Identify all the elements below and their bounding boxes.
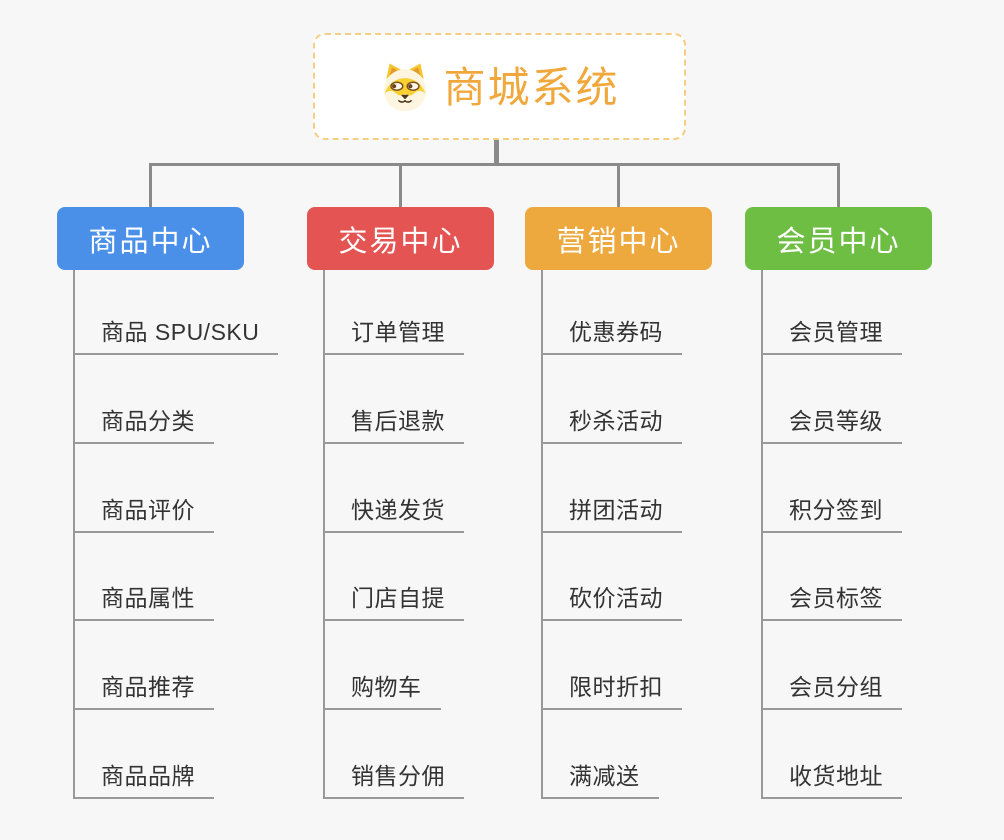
branch-label: 营销中心: [556, 225, 681, 258]
branch-items: 优惠券码秒杀活动拼团活动砍价活动限时折扣满减送: [541, 270, 682, 799]
branch-items: 会员管理会员等级积分签到会员标签会员分组收货地址: [761, 270, 902, 799]
sub-node[interactable]: 会员分组: [763, 621, 902, 711]
sub-node[interactable]: 订单管理: [325, 270, 464, 355]
sub-node[interactable]: 会员标签: [763, 533, 902, 622]
sub-node[interactable]: 收货地址: [763, 710, 902, 799]
branch-header[interactable]: 交易中心: [307, 207, 494, 270]
connector-drop: [399, 163, 402, 207]
sub-node[interactable]: 会员管理: [763, 270, 902, 355]
branch: 营销中心 优惠券码秒杀活动拼团活动砍价活动限时折扣满减送: [525, 207, 712, 799]
sub-node[interactable]: 快递发货: [325, 444, 464, 533]
connector-horizontal: [149, 163, 840, 166]
branch-header[interactable]: 营销中心: [525, 207, 712, 270]
sub-node[interactable]: 限时折扣: [543, 621, 682, 711]
shiba-dog-icon: [379, 61, 431, 113]
branch-header[interactable]: 会员中心: [745, 207, 932, 270]
branch-label: 会员中心: [776, 225, 901, 258]
root-node[interactable]: 商城系统: [313, 33, 686, 140]
connector-drop: [837, 163, 840, 207]
branch-label: 交易中心: [338, 225, 463, 258]
branch-label: 商品中心: [88, 225, 213, 258]
root-title: 商城系统: [443, 63, 620, 111]
sub-node[interactable]: 商品推荐: [75, 621, 214, 711]
sub-node[interactable]: 砍价活动: [543, 533, 682, 622]
sub-node[interactable]: 商品评价: [75, 444, 214, 533]
sub-node[interactable]: 商品 SPU/SKU: [75, 270, 279, 355]
sub-node[interactable]: 售后退款: [325, 355, 464, 444]
connector-drop: [149, 163, 152, 207]
sub-node[interactable]: 门店自提: [325, 533, 464, 622]
sub-node[interactable]: 商品分类: [75, 355, 214, 444]
branch: 交易中心 订单管理售后退款快递发货门店自提购物车销售分佣: [307, 207, 494, 799]
branch-items: 订单管理售后退款快递发货门店自提购物车销售分佣: [323, 270, 464, 799]
sub-node[interactable]: 会员等级: [763, 355, 902, 444]
sub-node[interactable]: 销售分佣: [325, 710, 464, 799]
branch-header[interactable]: 商品中心: [57, 207, 244, 270]
sub-node[interactable]: 拼团活动: [543, 444, 682, 533]
sub-node[interactable]: 商品属性: [75, 533, 214, 622]
sub-node[interactable]: 秒杀活动: [543, 355, 682, 444]
sub-node[interactable]: 满减送: [543, 710, 659, 799]
connector-drop: [617, 163, 620, 207]
sub-node[interactable]: 积分签到: [763, 444, 902, 533]
connector-root-stub: [494, 140, 499, 163]
sub-node[interactable]: 优惠券码: [543, 270, 682, 355]
branch: 会员中心 会员管理会员等级积分签到会员标签会员分组收货地址: [745, 207, 932, 799]
sub-node[interactable]: 购物车: [325, 621, 441, 711]
sub-node[interactable]: 商品品牌: [75, 710, 214, 799]
